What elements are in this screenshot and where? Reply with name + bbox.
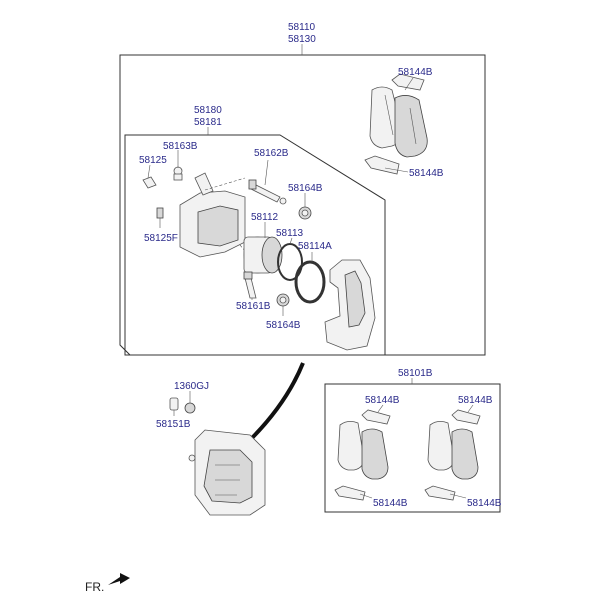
label-58144b-a[interactable]: 58144B: [365, 395, 400, 406]
boot-bottom: [276, 293, 290, 307]
label-58161b[interactable]: 58161B: [236, 301, 271, 312]
bleeder-parts: [142, 166, 183, 219]
caliper-bracket: [324, 259, 376, 351]
piston: [243, 236, 283, 274]
label-58112[interactable]: 58112: [251, 212, 279, 223]
label-58110[interactable]: 58110: [288, 22, 316, 33]
front-label: FR.: [85, 580, 104, 594]
label-58144b-c[interactable]: 58144B: [373, 498, 408, 509]
brake-pad-set-b: [424, 409, 481, 501]
caliper-body: [179, 172, 246, 258]
label-58125f[interactable]: 58125F: [144, 233, 178, 244]
label-58164b-top[interactable]: 58164B: [288, 183, 323, 194]
pad-kit-box: [324, 383, 501, 513]
boot-top: [298, 206, 312, 220]
label-58180[interactable]: 58180: [194, 105, 222, 116]
label-58114a[interactable]: 58114A: [298, 241, 332, 252]
label-58164b-bottom[interactable]: 58164B: [266, 320, 301, 331]
piston-boot: [294, 260, 326, 304]
label-58125[interactable]: 58125: [139, 155, 167, 166]
label-58144b-top[interactable]: 58144B: [398, 67, 433, 78]
connection-line: [248, 362, 305, 442]
label-58113[interactable]: 58113: [276, 228, 304, 239]
brake-pad-set-a: [334, 409, 391, 501]
brake-pad-set-top: [364, 73, 428, 175]
guide-pin-top: [248, 179, 287, 205]
label-58151b[interactable]: 58151B: [156, 419, 191, 430]
caliper-assembly-bottom: [188, 429, 266, 516]
label-58162b[interactable]: 58162B: [254, 148, 289, 159]
label-58144b-b[interactable]: 58144B: [458, 395, 493, 406]
label-58130[interactable]: 58130: [288, 34, 316, 45]
label-58181[interactable]: 58181: [194, 117, 222, 128]
label-1360gj[interactable]: 1360GJ: [174, 381, 209, 392]
front-arrow-icon: [108, 573, 130, 585]
assembly-box: [119, 54, 486, 356]
caliper-kit-box: [124, 134, 386, 356]
label-58144b-d[interactable]: 58144B: [467, 498, 502, 509]
guide-pin-bottom: [243, 271, 257, 299]
label-58101b[interactable]: 58101B: [398, 368, 433, 379]
label-58144b-top-lower[interactable]: 58144B: [409, 168, 444, 179]
label-58163b[interactable]: 58163B: [163, 141, 198, 152]
